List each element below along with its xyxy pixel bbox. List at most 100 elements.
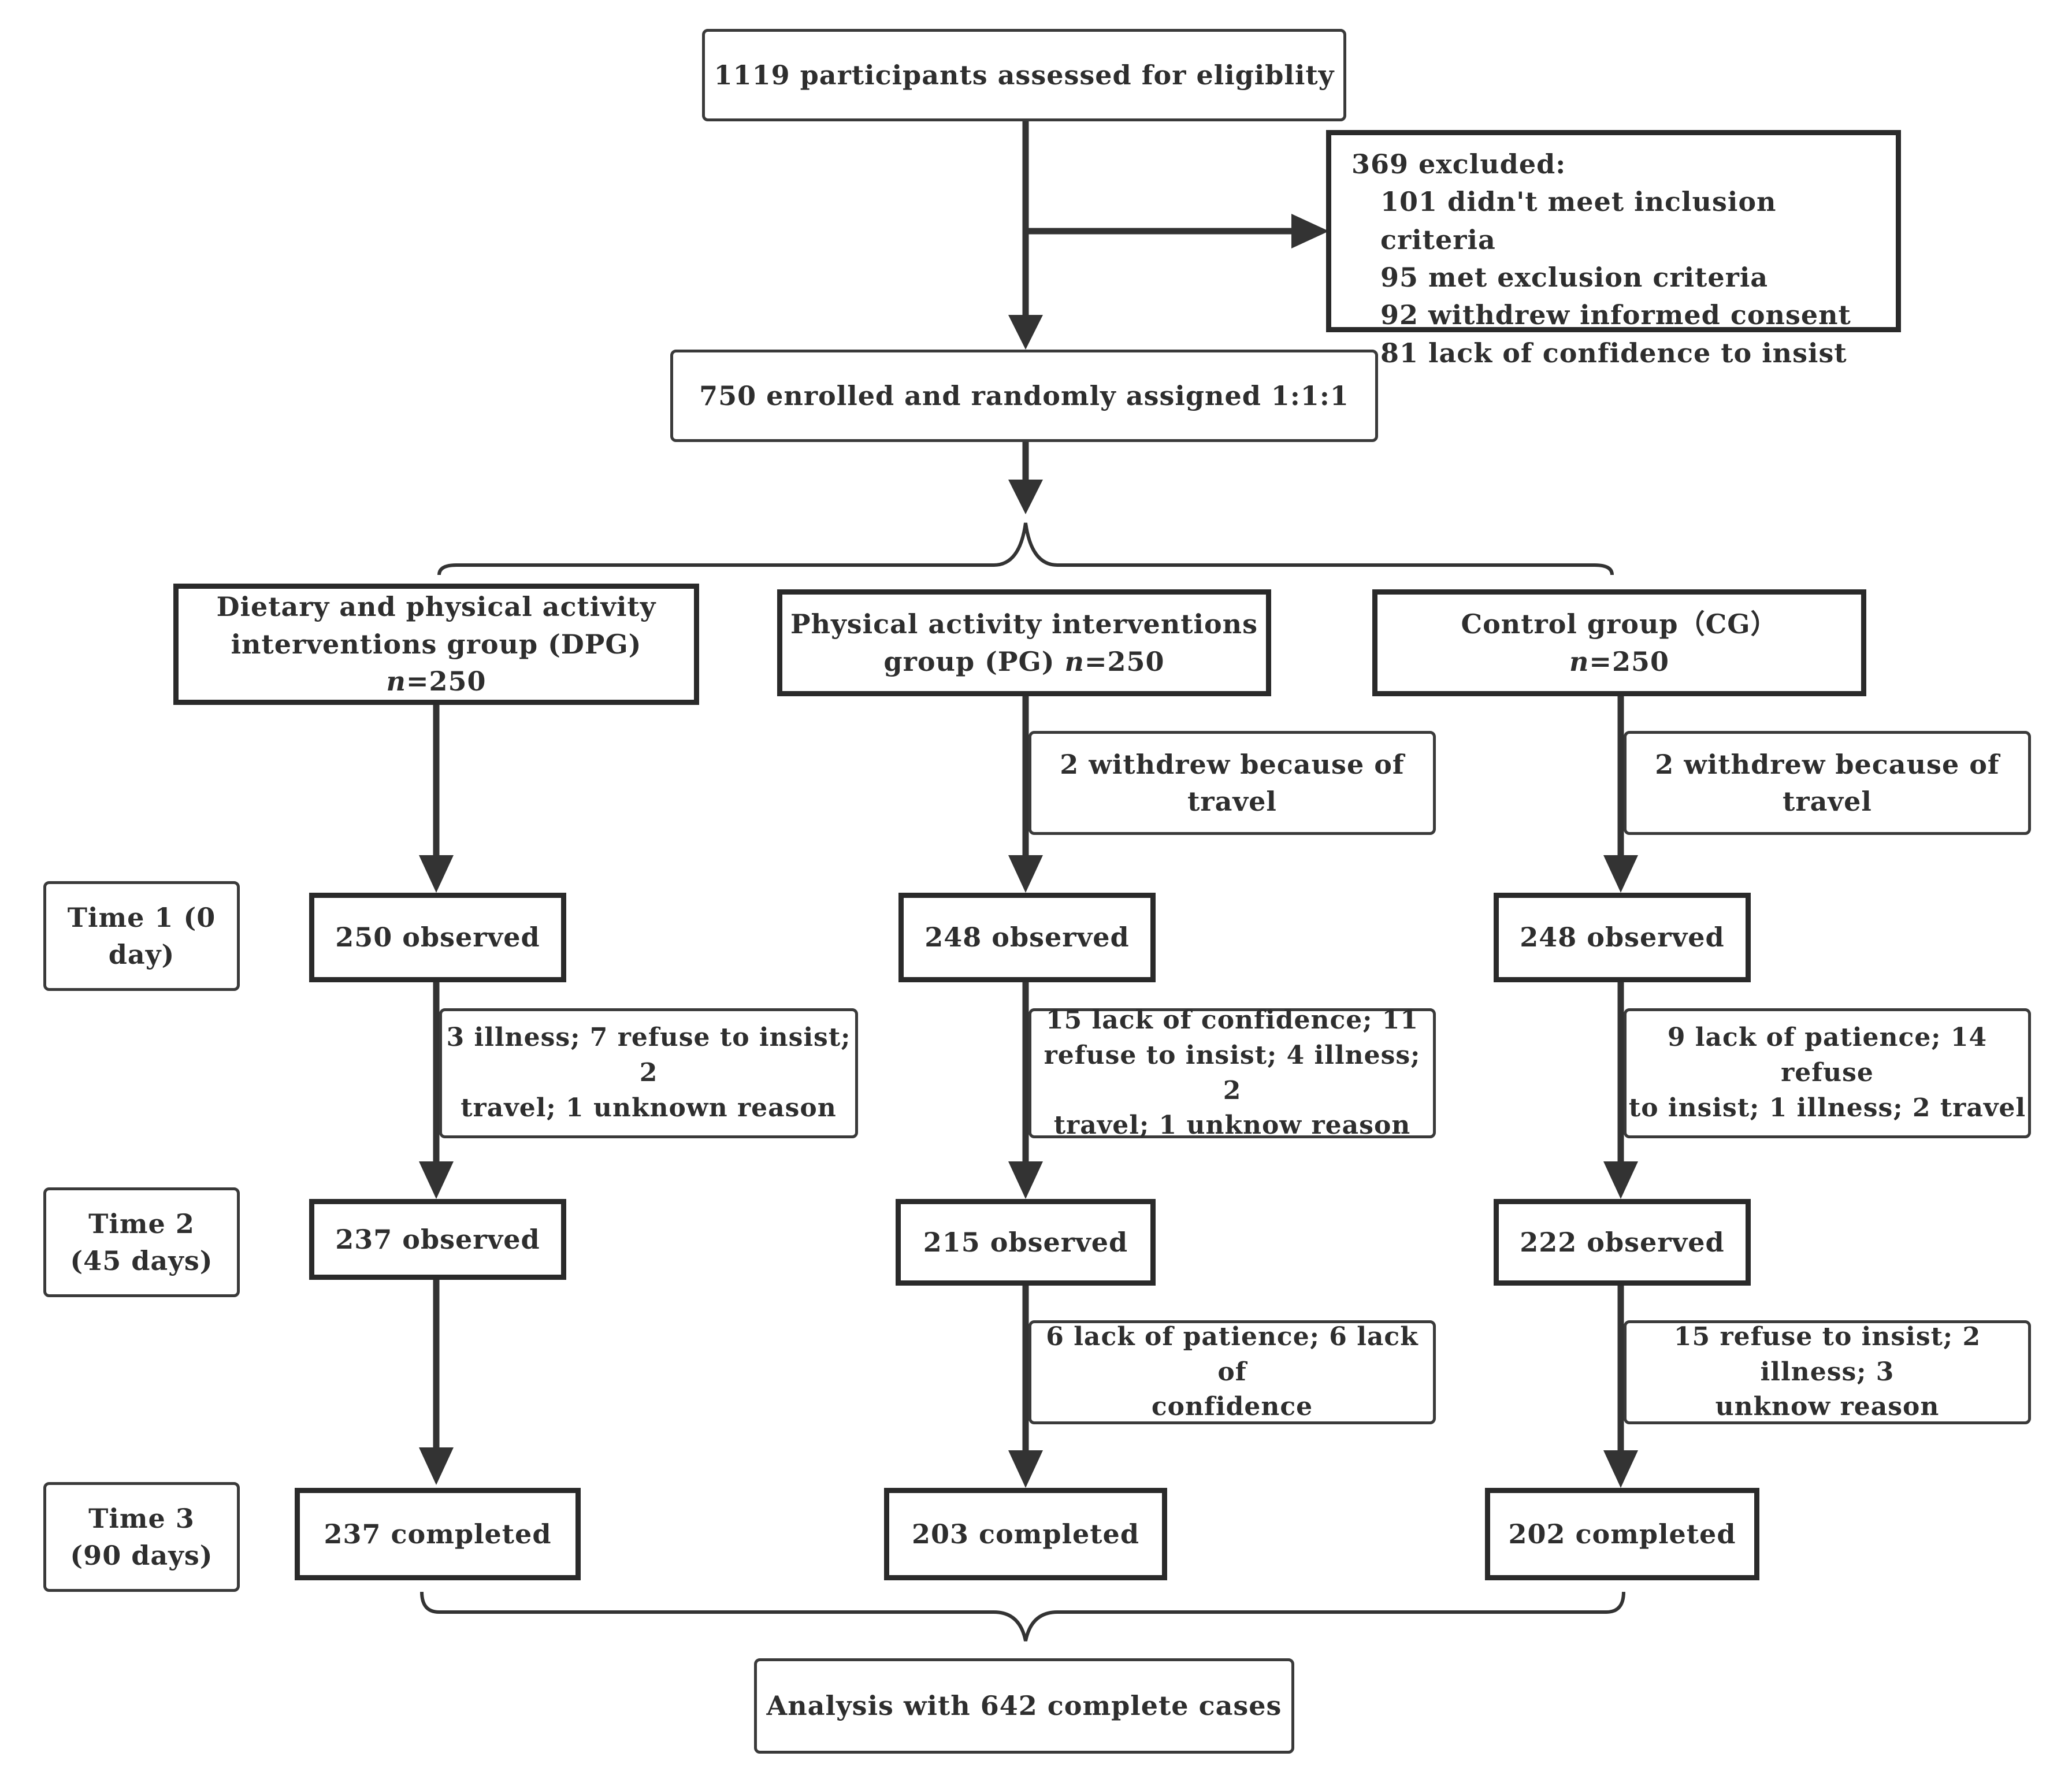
observed-t2-cg: 222 observed: [1494, 1199, 1751, 1286]
reasons-t2-cg-line: 15 refuse to insist; 2 illness; 3: [1673, 1321, 1981, 1387]
reasons-t2-pg-line: 6 lack of patience; 6 lack of: [1046, 1321, 1419, 1387]
reasons-t1-cg: 9 lack of patience; 14 refuse to insist;…: [1624, 1008, 2031, 1138]
time-box-2: Time 2 (45 days): [43, 1187, 240, 1297]
time-2-line1: Time 2: [88, 1208, 195, 1239]
group-pg-n-value: =250: [1085, 645, 1165, 677]
arrowhead-pg-t2: [1008, 1161, 1043, 1199]
observed-t2-dpg: 237 observed: [309, 1199, 566, 1280]
observed-t1-cg-label: 248 observed: [1520, 922, 1725, 953]
observed-t2-cg-label: 222 observed: [1520, 1226, 1725, 1258]
arrowhead-excluded: [1291, 214, 1329, 248]
time-2-line2: (45 days): [70, 1245, 213, 1276]
enrolled-label: 750 enrolled and randomly assigned 1:1:1: [699, 380, 1349, 411]
reasons-t1-dpg-line: travel; 1 unknown reason: [461, 1093, 837, 1123]
group-dpg-line2: interventions group (DPG) n=250: [179, 626, 694, 700]
time-3-line2: (90 days): [70, 1540, 213, 1571]
arrowhead-cg-t3: [1603, 1450, 1638, 1488]
group-pg-name: group (PG): [883, 645, 1065, 677]
reasons-t2-pg: 6 lack of patience; 6 lack of confidence: [1028, 1320, 1436, 1424]
reasons-t1-cg-content: 9 lack of patience; 14 refuse to insist;…: [1627, 1020, 2028, 1126]
excluded-item: 101 didn't meet inclusion criteria: [1380, 186, 1777, 255]
group-pg-content: Physical activity interventions group (P…: [790, 606, 1258, 680]
reasons-t1-pg-line: 15 lack of confidence; 11: [1045, 1005, 1419, 1035]
group-cg-n-value: =250: [1589, 645, 1669, 677]
enrolled-box: 750 enrolled and randomly assigned 1:1:1: [670, 350, 1378, 442]
observed-t2-pg: 215 observed: [896, 1199, 1156, 1286]
observed-t2-pg-label: 215 observed: [923, 1226, 1128, 1258]
group-dpg-name: interventions group (DPG): [231, 628, 642, 660]
arrowhead-enrolled: [1008, 315, 1043, 350]
group-dpg-line1: Dietary and physical activity: [216, 591, 656, 623]
group-cg-n: n: [1569, 645, 1590, 677]
time-box-1: Time 1 (0 day): [43, 881, 240, 991]
withdraw-box-cg: 2 withdrew because of travel: [1624, 731, 2031, 835]
merge-brace: [420, 1591, 1625, 1642]
observed-t2-dpg-label: 237 observed: [335, 1223, 540, 1255]
completed-pg-label: 203 completed: [912, 1518, 1139, 1550]
group-cg-line1: Control group（CG）: [1461, 608, 1778, 640]
time-1-content: Time 1 (0 day): [68, 899, 216, 974]
arrowhead-dpg-t1: [419, 855, 454, 893]
reasons-t1-pg-content: 15 lack of confidence; 11 refuse to insi…: [1031, 1003, 1433, 1143]
reasons-t2-cg-line: unknow reason: [1715, 1392, 1940, 1422]
excluded-title: 369 excluded:: [1351, 148, 1566, 180]
group-pg-line1: Physical activity interventions: [790, 608, 1258, 640]
observed-t1-pg: 248 observed: [898, 893, 1156, 982]
reasons-t1-pg-line: refuse to insist; 4 illness; 2: [1044, 1040, 1421, 1105]
group-pg-n: n: [1064, 645, 1085, 677]
reasons-t1-cg-line: to insist; 1 illness; 2 travel: [1628, 1093, 2026, 1123]
excluded-content: 369 excluded: 101 didn't meet inclusion …: [1351, 146, 1896, 372]
arrowhead-split: [1008, 480, 1043, 514]
excluded-item: 81 lack of confidence to insist: [1380, 337, 1847, 369]
reasons-t1-pg-line: travel; 1 unknow reason: [1053, 1111, 1411, 1141]
withdraw-cg-label: 2 withdrew because of travel: [1655, 748, 2000, 817]
arrowhead-dpg-t2: [419, 1161, 454, 1199]
group-box-cg: Control group（CG） n=250: [1372, 589, 1866, 696]
arrowhead-dpg-t3: [419, 1447, 454, 1485]
analysis-box: Analysis with 642 complete cases: [754, 1658, 1294, 1754]
excluded-item: 95 met exclusion criteria: [1380, 261, 1769, 293]
reasons-t2-pg-content: 6 lack of patience; 6 lack of confidence: [1031, 1320, 1433, 1425]
group-cg-content: Control group（CG） n=250: [1461, 606, 1778, 680]
group-pg-line2: group (PG) n=250: [790, 643, 1258, 680]
group-box-pg: Physical activity interventions group (P…: [777, 589, 1271, 696]
completed-cg-label: 202 completed: [1508, 1518, 1736, 1550]
time-1-line2: day): [108, 939, 175, 970]
arrowhead-cg-t1: [1603, 855, 1638, 893]
assessed-label: 1119 participants assessed for eligiblit…: [714, 59, 1335, 91]
observed-t1-dpg: 250 observed: [309, 893, 566, 982]
time-3-content: Time 3 (90 days): [70, 1500, 213, 1575]
withdraw-box-pg: 2 withdrew because of travel: [1028, 731, 1436, 835]
time-1-line1: Time 1 (0: [67, 901, 216, 933]
reasons-t2-cg: 15 refuse to insist; 2 illness; 3 unknow…: [1624, 1320, 2031, 1424]
completed-pg: 203 completed: [884, 1488, 1167, 1580]
completed-cg: 202 completed: [1485, 1488, 1759, 1580]
reasons-t1-cg-line: 9 lack of patience; 14 refuse: [1667, 1023, 1988, 1088]
time-2-content: Time 2 (45 days): [70, 1205, 213, 1280]
reasons-t2-cg-content: 15 refuse to insist; 2 illness; 3 unknow…: [1627, 1320, 2028, 1425]
group-dpg-n: n: [386, 666, 406, 697]
observed-t1-dpg-label: 250 observed: [335, 922, 540, 953]
group-dpg-content: Dietary and physical activity interventi…: [179, 588, 694, 700]
arrowhead-cg-t2: [1603, 1161, 1638, 1199]
excluded-box: 369 excluded: 101 didn't meet inclusion …: [1326, 130, 1901, 369]
completed-dpg: 237 completed: [295, 1488, 581, 1580]
observed-t1-pg-label: 248 observed: [924, 922, 1130, 953]
reasons-t2-pg-line: confidence: [1151, 1392, 1313, 1422]
arrowhead-pg-t3: [1008, 1450, 1043, 1488]
excluded-item: 92 withdrew informed consent: [1380, 299, 1851, 331]
arrowhead-pg-t1: [1008, 855, 1043, 893]
group-box-dpg: Dietary and physical activity interventi…: [173, 584, 699, 705]
group-dpg-n-value: =250: [406, 666, 487, 697]
time-3-line1: Time 3: [88, 1502, 195, 1534]
reasons-t1-dpg-line: 3 illness; 7 refuse to insist; 2: [446, 1023, 851, 1088]
observed-t1-cg: 248 observed: [1494, 893, 1751, 982]
analysis-label: Analysis with 642 complete cases: [766, 1690, 1282, 1722]
withdraw-pg-label: 2 withdrew because of travel: [1060, 748, 1405, 817]
completed-dpg-label: 237 completed: [324, 1518, 552, 1550]
reasons-t1-pg: 15 lack of confidence; 11 refuse to insi…: [1028, 1005, 1436, 1140]
assessed-box: 1119 participants assessed for eligiblit…: [702, 29, 1346, 121]
time-box-3: Time 3 (90 days): [43, 1482, 240, 1592]
